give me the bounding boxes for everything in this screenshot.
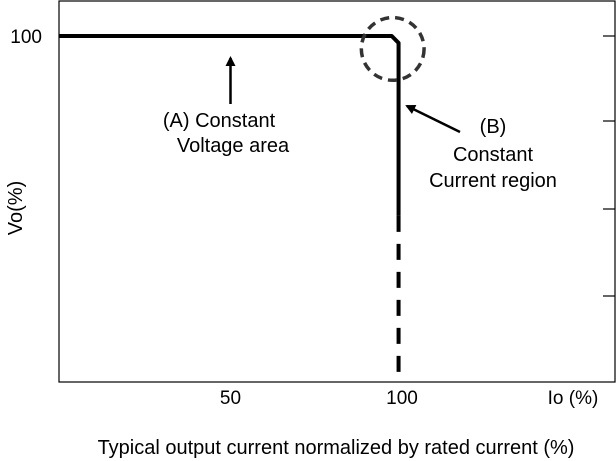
highlight-group: [359, 15, 426, 83]
annotation-b-text: (B): [480, 116, 507, 138]
y-axis-label: Vo(%): [5, 181, 27, 235]
x-tick-label: 100: [386, 388, 418, 409]
right-tick-marks: [603, 35, 615, 297]
series-line-solid: [59, 34, 401, 216]
annotation-a-text: Voltage area: [177, 135, 290, 157]
annotation-b-text: Current region: [429, 170, 557, 192]
x-tick-label: 50: [220, 388, 241, 409]
plot-frame: [58, 0, 616, 383]
x-axis-label: Typical output current normalized by rat…: [98, 437, 575, 459]
series-group: [59, 34, 401, 382]
y-tick-labels: 100: [10, 27, 42, 48]
annotation-b-arrow: [405, 104, 461, 134]
y-tick-label: 100: [10, 27, 42, 48]
x-unit-label: Io (%): [548, 388, 599, 409]
knee-highlight-circle: [359, 15, 426, 83]
x-tick-labels: 50 100: [220, 388, 418, 409]
annotation-a-text: (A) Constant: [163, 110, 276, 132]
annotation-b-text: Constant: [453, 144, 533, 166]
